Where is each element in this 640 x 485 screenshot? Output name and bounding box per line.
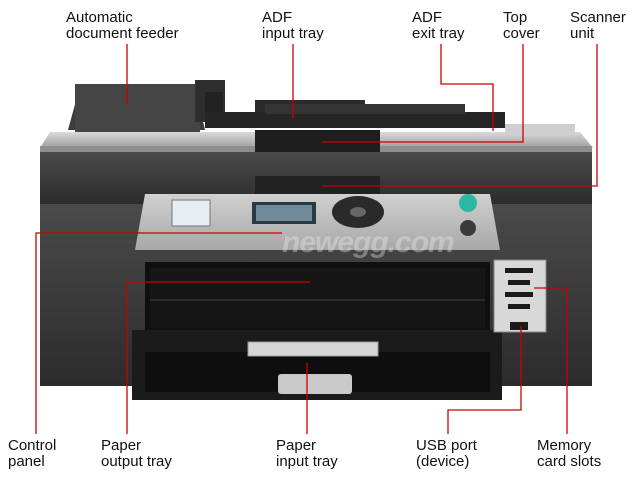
watermark: newegg.com (282, 226, 455, 259)
scanner-slot (255, 176, 380, 194)
leader-line-top-cover (322, 44, 524, 143)
paper-output-opening (145, 262, 490, 332)
top-cover (40, 124, 593, 152)
memory-card-bay (493, 259, 547, 333)
leader-line-paper-output (126, 281, 310, 434)
control-panel-shape (135, 194, 500, 250)
callout-label-adf-input: ADF input tray (262, 9, 324, 42)
adf-unit (68, 80, 505, 134)
callout-label-scanner: Scanner unit (570, 9, 626, 42)
leader-line-control-panel (35, 232, 282, 434)
leader-line-usb (447, 326, 522, 434)
callout-label-usb: USB port (device) (416, 437, 477, 470)
callout-label-control-panel: Control panel (8, 437, 57, 470)
callout-label-top-cover: Top cover (503, 9, 540, 42)
callout-label-adf-exit: ADF exit tray (412, 9, 465, 42)
callout-label-paper-output: Paper output tray (101, 437, 172, 470)
leader-line-adf-exit (440, 44, 494, 131)
leader-line-memory (534, 287, 568, 434)
leader-lines (35, 44, 598, 434)
callout-label-paper-input: Paper input tray (276, 437, 338, 470)
callout-label-adf: Automatic document feeder (66, 9, 179, 42)
callout-label-memory: Memory card slots (537, 437, 602, 470)
paper-input-tray-shape (132, 330, 502, 400)
leader-line-scanner (322, 44, 598, 187)
